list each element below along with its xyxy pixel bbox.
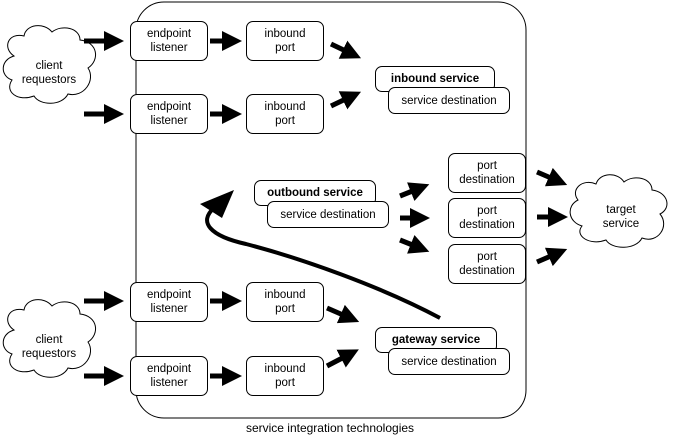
box-label: port [477,251,497,263]
client-cloud-bottom [2,299,96,378]
arrow [536,247,568,267]
box-label: destination [459,265,515,277]
inbound-port-box: inbound port [246,21,324,61]
box-label: listener [150,115,188,127]
box-label: endpoint [146,28,192,40]
endpoint-listener-box: endpoint listener [130,21,208,61]
diagram-caption: service integration technologies [245,421,415,435]
box-label: endpoint [146,101,192,113]
arrow [399,182,430,201]
target-service-label: target service [586,200,656,234]
box-label: port [275,303,295,315]
box-label: inbound [264,363,306,375]
box-label: port [275,42,295,54]
port-destination-box: port destination [448,198,526,238]
box-label: inbound service [390,73,480,85]
box-label: gateway service [391,334,481,346]
endpoint-listener-box: endpoint listener [130,282,208,322]
client-requestors-bottom-label: client requestors [14,330,84,364]
arrow [399,235,430,254]
cloud-label-line: client [35,60,63,72]
box-label: port [275,377,295,389]
box-label: service destination [401,94,497,107]
integration-container [135,1,527,419]
arrow [326,304,360,324]
box-label: port [477,160,497,172]
box-label: service destination [401,355,497,368]
arrow [536,167,568,187]
gateway-service-destination-box: service destination [388,348,510,375]
cloud-label-line: client [35,334,63,346]
arrow [325,349,359,369]
endpoint-listener-box: endpoint listener [130,356,208,396]
box-label: inbound [264,289,306,301]
box-label: listener [150,377,188,389]
cloud-label-line: service [602,218,640,230]
port-destination-box: port destination [448,153,526,193]
box-label: destination [459,219,515,231]
client-cloud-top [2,25,96,104]
box-label: port [477,205,497,217]
gateway-to-outbound-curve [205,206,441,320]
port-destination-box: port destination [448,244,526,284]
box-label: endpoint [146,363,192,375]
box-label: inbound [264,101,306,113]
inbound-service-destination-box: service destination [388,87,510,114]
box-label: port [275,115,295,127]
cloud-label-line: requestors [21,74,77,86]
box-label: inbound [264,28,306,40]
outbound-service-destination-box: service destination [267,201,389,228]
arrow [329,40,362,59]
box-label: listener [150,303,188,315]
box-label: listener [150,42,188,54]
inbound-port-box: inbound port [246,282,324,322]
target-cloud [569,174,668,248]
cloud-label-line: target [606,204,636,216]
endpoint-listener-box: endpoint listener [130,94,208,134]
arrow [329,91,362,110]
gateway-to-outbound-arrowhead [200,190,234,218]
cloud-label-line: requestors [21,348,77,360]
box-label: destination [459,174,515,186]
box-label: endpoint [146,289,192,301]
box-label: service destination [280,208,376,221]
inbound-port-box: inbound port [246,356,324,396]
flow-arrows [84,31,568,386]
client-requestors-top-label: client requestors [14,56,84,90]
box-label: outbound service [267,187,363,199]
inbound-port-box: inbound port [246,94,324,134]
